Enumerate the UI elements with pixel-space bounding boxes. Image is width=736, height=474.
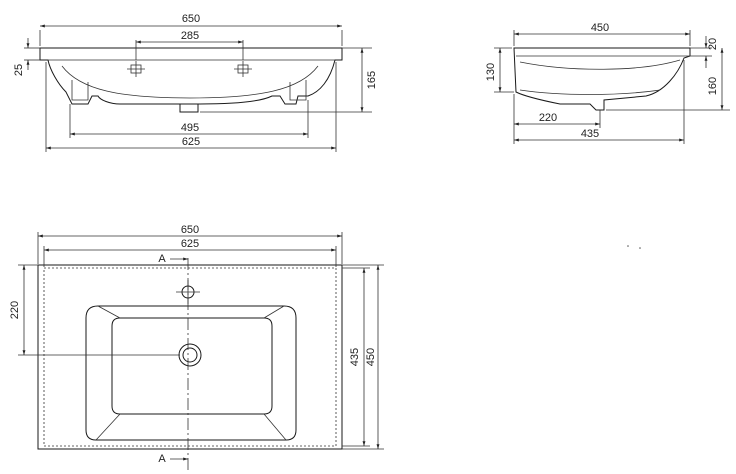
top-dim-650: 650: [181, 224, 199, 236]
drain-icon: [178, 343, 202, 367]
top-view-outer-outline: [37, 264, 343, 450]
front-dim-285: 285: [181, 30, 199, 42]
front-view-outline: [39, 47, 343, 113]
svg-text:A: A: [158, 253, 166, 265]
front-view-left-leg: [71, 80, 89, 101]
side-dim-450: 450: [591, 22, 609, 34]
side-dim-160: 160: [707, 77, 719, 95]
side-dim-435: 435: [581, 128, 599, 140]
front-dim-25: 25: [13, 64, 25, 76]
top-dim-220: 220: [9, 301, 21, 319]
tap-hole-left-icon: [127, 61, 145, 77]
side-dim-130: 130: [485, 63, 497, 81]
top-dim-625: 625: [181, 238, 199, 250]
front-view: 650 285 25 165 495 625: [13, 13, 378, 152]
tap-hole-right-icon: [234, 61, 252, 77]
section-marker-bottom: A: [158, 453, 188, 465]
front-view-right-leg: [289, 80, 307, 101]
top-dim-450: 450: [365, 348, 377, 366]
top-view-basin-outer: [85, 305, 297, 441]
top-dim-435: 435: [349, 348, 361, 366]
front-dim-650: 650: [182, 13, 200, 25]
specks: [627, 245, 641, 249]
top-view-basin-corners: [95, 305, 287, 441]
front-view-basin-inner: [61, 65, 319, 99]
top-view-inner-outline: [43, 267, 337, 447]
front-dim-495: 495: [181, 122, 199, 134]
side-dim-20: 20: [707, 38, 719, 50]
side-view: 450 20 130 160 220 435: [485, 22, 730, 144]
top-view: A A 650 625 220 435 450: [9, 224, 384, 470]
side-dim-220: 220: [539, 112, 557, 124]
front-dim-165: 165: [366, 71, 378, 89]
svg-text:A: A: [158, 453, 166, 465]
side-view-outline: [513, 47, 691, 111]
section-marker-top: A: [158, 253, 188, 265]
side-view-inner: [519, 59, 681, 70]
front-dim-625: 625: [182, 136, 200, 148]
side-view-bowl: [519, 89, 661, 95]
